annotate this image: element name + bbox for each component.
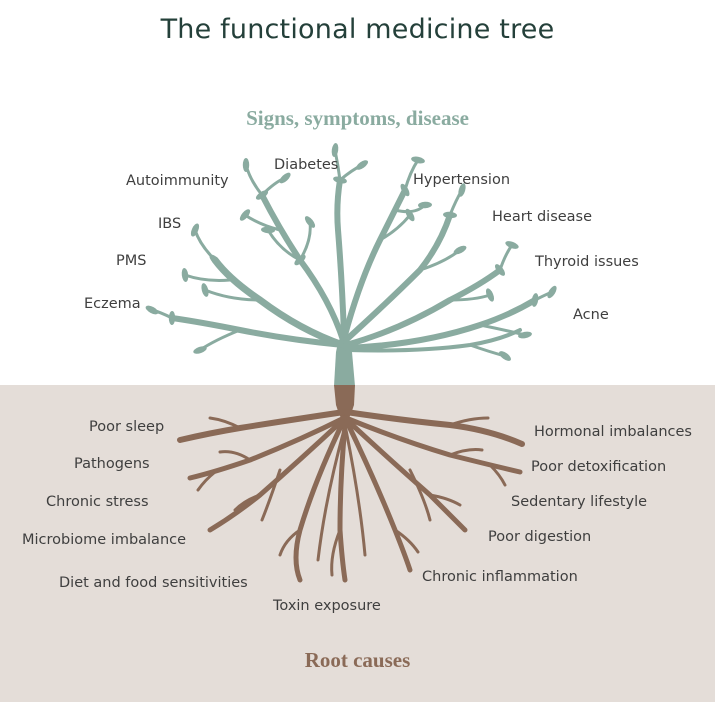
cause-label-diet-food-sensitivities: Diet and food sensitivities: [59, 575, 248, 591]
cause-label-hormonal-imbalances: Hormonal imbalances: [534, 424, 692, 440]
canopy-branch: [343, 212, 453, 343]
root-branch: [260, 468, 282, 522]
cause-label-chronic-inflammation: Chronic inflammation: [422, 569, 578, 585]
leaf: [242, 158, 250, 172]
root-branch: [196, 470, 217, 492]
leaf: [294, 254, 306, 266]
leaf: [331, 143, 339, 157]
leaf: [333, 176, 347, 184]
root-branch: [177, 409, 347, 443]
leaf: [485, 288, 495, 302]
cause-label-poor-detoxification: Poor detoxification: [531, 459, 667, 475]
sign-label-thyroid-issues: Thyroid issues: [535, 254, 639, 270]
root-branch: [187, 415, 347, 481]
canopy-branch: [183, 273, 232, 282]
leaf: [547, 285, 557, 299]
leaf: [168, 311, 176, 325]
root-branch: [218, 450, 252, 462]
root-branch: [316, 428, 346, 562]
leaf: [518, 331, 532, 339]
sign-label-diabetes: Diabetes: [274, 157, 339, 173]
root-branch: [428, 493, 462, 507]
root-branch: [207, 417, 346, 533]
leaf: [499, 351, 511, 361]
sign-label-pms: PMS: [116, 253, 147, 269]
sign-label-autoimmunity: Autoimmunity: [126, 173, 229, 189]
canopy-branch: [343, 297, 538, 351]
leaf: [443, 211, 457, 219]
root-branch: [393, 528, 420, 554]
cause-label-chronic-stress: Chronic stress: [46, 494, 149, 510]
leaf: [405, 208, 415, 222]
leaf: [239, 209, 251, 221]
leaf: [279, 172, 291, 184]
leaf: [495, 264, 505, 276]
root-branch: [344, 419, 413, 573]
root-branch: [408, 468, 432, 522]
leaf: [201, 283, 209, 297]
leaf: [255, 190, 269, 200]
root-branch: [293, 419, 346, 583]
cause-label-poor-digestion: Poor digestion: [488, 529, 592, 545]
sign-label-eczema: Eczema: [84, 296, 141, 312]
page-title: The functional medicine tree: [160, 14, 555, 45]
leaf: [355, 160, 369, 170]
leaf: [209, 254, 221, 266]
leaf: [505, 241, 519, 249]
tree-leaves: [145, 143, 557, 361]
root-branch: [448, 416, 490, 427]
leaf: [193, 346, 207, 354]
leaf: [304, 216, 316, 228]
root-branch: [337, 422, 348, 583]
leaf: [458, 183, 466, 197]
leaf: [190, 223, 200, 237]
root-branch: [233, 493, 262, 512]
cause-label-sedentary-lifestyle: Sedentary lifestyle: [511, 494, 648, 510]
canopy-branch: [342, 187, 408, 338]
cause-label-toxin-exposure: Toxin exposure: [273, 598, 381, 614]
sign-label-heart-disease: Heart disease: [492, 209, 593, 225]
canopy-branch: [203, 288, 262, 302]
leaf: [411, 156, 425, 164]
cause-label-poor-sleep: Poor sleep: [89, 419, 165, 435]
leaf: [531, 293, 539, 307]
cause-label-microbiome-imbalance: Microbiome imbalance: [22, 532, 187, 548]
canopy-branch: [266, 228, 302, 262]
root-branch: [344, 417, 468, 533]
soil-background: [0, 385, 715, 702]
signs-heading: Signs, symptoms, disease: [246, 106, 469, 130]
root-branch: [330, 528, 342, 577]
sign-label-acne: Acne: [573, 307, 609, 323]
canopy-branch: [498, 243, 514, 272]
leaf: [400, 183, 410, 197]
tree-roots: [177, 385, 525, 583]
sign-label-ibs: IBS: [158, 216, 182, 232]
root-branch: [448, 448, 484, 457]
leaf: [261, 226, 275, 234]
canopy-branch: [343, 267, 503, 348]
leaf: [145, 305, 159, 315]
leaf: [181, 268, 189, 282]
root-branch: [488, 463, 507, 487]
canopy-branch: [298, 220, 312, 262]
root-causes-heading: Root causes: [304, 648, 411, 672]
root-branch: [344, 428, 367, 557]
canopy-branch: [259, 192, 346, 343]
cause-label-pathogens: Pathogens: [74, 456, 150, 472]
leaf: [453, 245, 467, 255]
sign-label-hypertension: Hypertension: [413, 172, 511, 188]
root-branch: [208, 416, 242, 430]
canopy-branch: [346, 328, 522, 353]
root-branch: [278, 528, 302, 557]
leaf: [418, 201, 432, 209]
canopy-branch: [334, 177, 347, 338]
